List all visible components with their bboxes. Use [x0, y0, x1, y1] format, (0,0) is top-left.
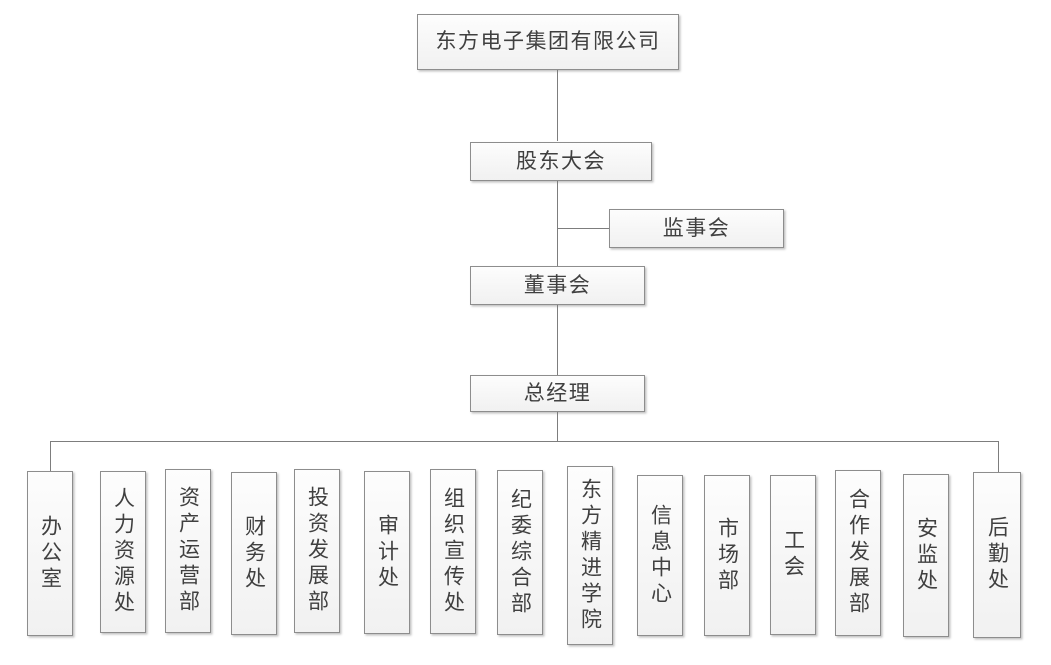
- node-department-organization-publicity[interactable]: 组织宣传处: [430, 469, 476, 634]
- node-department-office-label: 办公室: [38, 514, 63, 593]
- connector-company-to-shareholders: [557, 69, 558, 141]
- node-department-organization-publicity-label: 组织宣传处: [441, 486, 466, 617]
- connector-bus-drop-right: [998, 441, 999, 473]
- node-board-of-directors-label: 董事会: [523, 272, 592, 297]
- node-board-of-supervisors[interactable]: 监事会: [609, 209, 784, 248]
- node-general-manager-label: 总经理: [523, 380, 592, 405]
- node-department-marketing-label: 市场部: [715, 516, 740, 595]
- node-department-office[interactable]: 办公室: [27, 471, 73, 636]
- node-department-safety-supervision[interactable]: 安监处: [903, 474, 949, 637]
- node-department-discipline-inspection-label: 纪委综合部: [508, 487, 533, 618]
- connector-shareholders-to-directors: [557, 181, 558, 266]
- connector-directors-to-manager: [557, 305, 558, 375]
- node-department-human-resources-label: 人力资源处: [111, 487, 136, 617]
- node-department-labor-union-label: 工会: [781, 529, 806, 581]
- node-department-logistics-label: 后勤处: [985, 516, 1010, 594]
- connector-bus-drop-left: [50, 441, 51, 471]
- node-department-dongfang-academy-label: 东方精进学院: [578, 477, 603, 634]
- node-shareholders-meeting[interactable]: 股东大会: [470, 142, 652, 181]
- node-general-manager[interactable]: 总经理: [470, 375, 645, 412]
- connector-manager-to-bus: [557, 412, 558, 441]
- node-department-audit[interactable]: 审计处: [364, 471, 410, 634]
- node-department-investment-development[interactable]: 投资发展部: [294, 469, 340, 633]
- node-department-finance-label: 财务处: [242, 514, 267, 593]
- node-department-finance[interactable]: 财务处: [231, 472, 277, 635]
- node-department-investment-development-label: 投资发展部: [305, 486, 330, 616]
- node-board-of-supervisors-label: 监事会: [662, 215, 731, 240]
- node-department-discipline-inspection[interactable]: 纪委综合部: [497, 470, 543, 635]
- connector-to-supervisors: [557, 228, 610, 229]
- node-department-audit-label: 审计处: [375, 513, 400, 592]
- node-board-of-directors[interactable]: 董事会: [470, 266, 645, 305]
- node-company[interactable]: 东方电子集团有限公司: [417, 14, 679, 70]
- connector-department-bus: [50, 441, 999, 442]
- node-department-safety-supervision-label: 安监处: [914, 516, 939, 595]
- node-department-dongfang-academy[interactable]: 东方精进学院: [567, 466, 613, 645]
- node-department-asset-operations-label: 资产运营部: [176, 486, 201, 616]
- node-shareholders-meeting-label: 股东大会: [516, 148, 606, 173]
- node-department-human-resources[interactable]: 人力资源处: [100, 471, 146, 633]
- node-department-cooperation-development[interactable]: 合作发展部: [835, 470, 881, 636]
- node-department-asset-operations[interactable]: 资产运营部: [165, 469, 211, 633]
- node-department-marketing[interactable]: 市场部: [704, 475, 750, 636]
- node-department-information-center-label: 信息中心: [648, 503, 673, 608]
- node-department-labor-union[interactable]: 工会: [770, 475, 816, 635]
- node-department-logistics[interactable]: 后勤处: [973, 472, 1021, 638]
- node-department-information-center[interactable]: 信息中心: [637, 475, 683, 636]
- node-company-label: 东方电子集团有限公司: [435, 29, 661, 54]
- node-department-cooperation-development-label: 合作发展部: [846, 488, 871, 618]
